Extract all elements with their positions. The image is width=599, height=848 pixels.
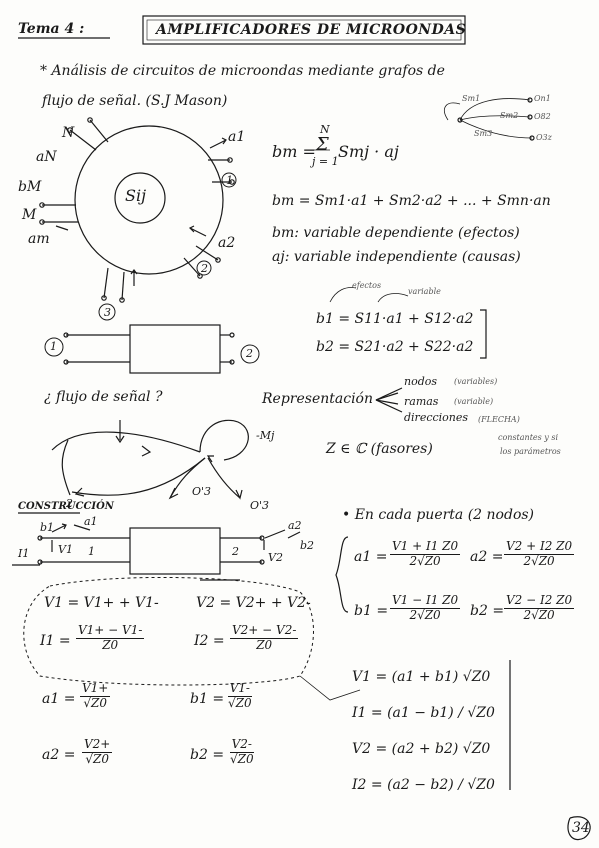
- eq-b2-frac: V2-√Z0: [229, 737, 254, 766]
- graph-branch-top: [51, 431, 201, 453]
- flow-nodos-note: (variables): [454, 377, 498, 386]
- sum-rhs: Smj · aj: [338, 142, 399, 161]
- bp-V2: V2: [268, 551, 283, 564]
- bp-a1: a1: [84, 515, 98, 528]
- eq-I2-lhs: I2 =: [194, 633, 225, 649]
- mini-graph-n2: Sm2: [500, 111, 519, 120]
- def-bm: bm: variable dependiente (efectos): [272, 225, 520, 241]
- complex-note: Z ∈ ℂ (fasores): [326, 441, 433, 457]
- b1-equation: b1 = S11·a1 + S12·a2: [316, 311, 474, 327]
- flow-direcciones-note: (FLECHA): [478, 415, 520, 424]
- port-3-label: 3: [104, 306, 111, 319]
- sum-lhs: bm =: [272, 142, 316, 161]
- mini-graph-n1: Sm1: [462, 94, 481, 103]
- flow-nodos: nodos: [404, 375, 438, 388]
- twoport-top-port2: 2: [246, 347, 253, 360]
- graph-label-2: 2: [66, 497, 73, 510]
- intro-line2: flujo de señal. (S.J Mason): [42, 93, 228, 109]
- note-efectos: efectos: [352, 281, 382, 290]
- title-box: [142, 15, 466, 45]
- mini-graph-o3: O3z: [536, 133, 552, 142]
- page-title: AMPLIFICADORES DE MICROONDAS: [156, 22, 467, 38]
- port-aM-label: am: [28, 231, 50, 247]
- section-heading: CONSTRUCCIÓN: [18, 501, 114, 512]
- eq-b1-lhs: b1 =: [190, 691, 225, 707]
- eq-b2-lhs: b2 =: [190, 747, 225, 763]
- port-M-label: M: [22, 207, 37, 223]
- flow-ramas-note: (variable): [454, 397, 494, 406]
- equation-cloud: [23, 576, 314, 686]
- twoport-box-bottom: [129, 527, 221, 575]
- port-a2-label: a2: [218, 235, 236, 251]
- graph-label-o3a: O'3: [192, 485, 212, 498]
- graph-selfloop: [199, 419, 249, 461]
- sum-top: N: [320, 123, 330, 136]
- network-inner-circle: [114, 172, 166, 224]
- graph-branch-left: [61, 439, 71, 496]
- req-a1-lhs: a1 =: [354, 549, 388, 565]
- bp-port1: 1: [88, 545, 95, 558]
- flow-question: ¿ flujo de señal ?: [44, 389, 163, 405]
- flow-ramas: ramas: [404, 395, 439, 408]
- port-aN-label: aN: [36, 149, 57, 165]
- eq-a1-frac: V1+√Z0: [80, 681, 111, 710]
- expanded-sum: bm = Sm1·a1 + Sm2·a2 + ... + Smn·an: [272, 193, 551, 209]
- network-outer-circle: [74, 125, 224, 275]
- port-bM-label: bM: [18, 179, 42, 195]
- mini-graph-n3: Sm3: [474, 129, 493, 138]
- title-box-inner: [146, 19, 462, 41]
- eq-a2-lhs: a2 =: [42, 747, 76, 763]
- sum-sigma: Σ: [316, 134, 329, 155]
- bp-I1: I1: [18, 547, 30, 560]
- twoport-box-top: [129, 324, 221, 374]
- def-aj: aj: variable independiente (causas): [272, 249, 521, 265]
- graph-label-mj: -Mj: [256, 429, 275, 442]
- eq-V1: V1 = V1+ + V1-: [44, 595, 159, 611]
- intro-line1: * Análisis de circuitos de microondas me…: [40, 63, 445, 79]
- flow-direcciones: direcciones: [404, 411, 469, 424]
- flow-constantes-note: constantes y si: [498, 433, 559, 442]
- req-b1-lhs: b1 =: [354, 603, 389, 619]
- eq-a2-frac: V2+√Z0: [82, 737, 113, 766]
- bp-b2: b2: [300, 539, 315, 552]
- req-I2: I2 = (a2 − b2) / √Z0: [352, 777, 495, 793]
- eq-I1-frac: V1+ − V1-Z0: [76, 623, 145, 652]
- eq-I1-lhs: I1 =: [40, 633, 71, 649]
- req-b2-lhs: b2 =: [470, 603, 505, 619]
- network-center-label: Sij: [125, 186, 147, 205]
- eq-I2-frac: V2+ − V2-Z0: [230, 623, 299, 652]
- graph-label-o3b: O'3: [250, 499, 270, 512]
- req-I1: I1 = (a1 − b1) / √Z0: [352, 705, 495, 721]
- sum-bottom: j = 1: [312, 155, 339, 168]
- port-2-label: 2: [201, 262, 208, 275]
- en-cada-puerta: • En cada puerta (2 nodos): [342, 507, 535, 523]
- b2-equation: b2 = S21·a2 + S22·a2: [316, 339, 474, 355]
- port-a1-label: a1: [228, 129, 246, 145]
- eq-V2: V2 = V2+ + V2-: [196, 595, 311, 611]
- eq-a1-lhs: a1 =: [42, 691, 76, 707]
- req-a2-lhs: a2 =: [470, 549, 504, 565]
- req-V1: V1 = (a1 + b1) √Z0: [352, 669, 491, 685]
- bp-port2: 2: [232, 545, 239, 558]
- topic-label: Tema 4 :: [18, 21, 85, 37]
- bp-b1: b1: [40, 521, 55, 534]
- page-number: 34: [572, 820, 590, 836]
- twoport-top-port1: 1: [50, 340, 57, 353]
- bp-V1: V1: [58, 543, 73, 556]
- note-variable: variable: [408, 287, 441, 296]
- eq-b1-frac: V1-√Z0: [227, 681, 252, 710]
- req-V2: V2 = (a2 + b2) √Z0: [352, 741, 491, 757]
- bp-a2: a2: [288, 519, 302, 532]
- mini-graph-o1: On1: [534, 94, 551, 103]
- port-1-label: 1: [226, 174, 233, 187]
- port-N-label: N: [62, 125, 75, 141]
- flow-parametros-note: los parámetros: [500, 447, 561, 456]
- mini-graph-o2: O82: [534, 112, 551, 121]
- flow-representation: Representación: [262, 391, 373, 407]
